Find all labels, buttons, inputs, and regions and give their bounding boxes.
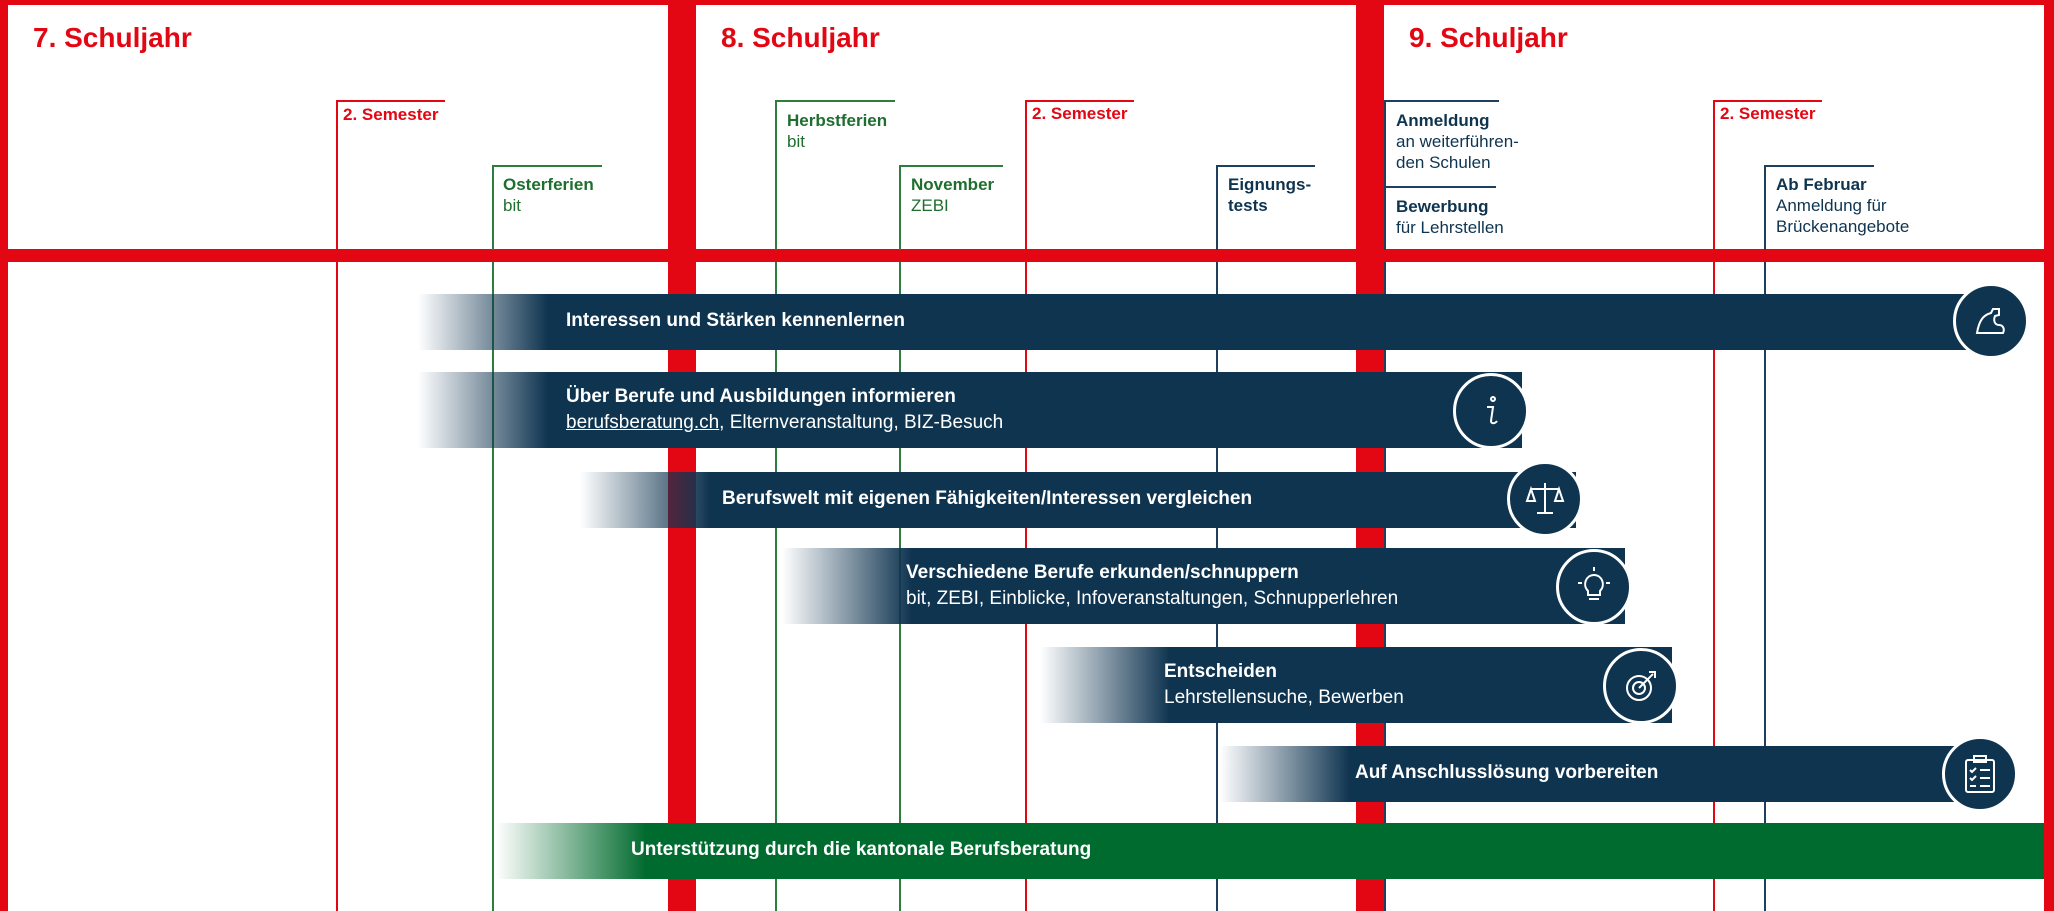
s9-abfebruar-title: Ab Februar <box>1776 175 1867 194</box>
s8-herbstferien-line-lower <box>775 262 777 911</box>
s8-november-tick <box>899 165 1003 167</box>
bar-entscheiden-title: Entscheiden <box>1164 661 1277 682</box>
s7-semester2-label: 2. Semester <box>343 104 438 125</box>
bar-interessen-text: Interessen und Stärken kennenlernen <box>566 308 905 334</box>
s7-semester2-line-lower <box>336 262 338 911</box>
bar-vorbereiten <box>1220 746 1975 802</box>
s8-eignungstests-line <box>1216 165 1218 250</box>
s9-semester2-title: 2. Semester <box>1720 104 1816 123</box>
s8-november-label: November ZEBI <box>911 174 994 216</box>
s8-november-line <box>899 165 901 250</box>
year-7-title: 7. Schuljahr <box>33 22 192 53</box>
s9-anmeldung-line <box>1384 100 1386 250</box>
s8-herbstferien-title: Herbstferien <box>787 111 888 130</box>
bar-entscheiden-sub: Lehrstellensuche, Bewerben <box>1164 687 1404 708</box>
bar-vergleichen-text: Berufswelt mit eigenen Fähigkeiten/Inter… <box>722 486 1252 512</box>
s8-herbstferien-label: Herbstferien bit <box>787 110 887 152</box>
s7-osterferien-label: Osterferien bit <box>503 174 594 216</box>
s9-anmeldung-tick <box>1384 100 1499 102</box>
s7-osterferien-sub: bit <box>503 196 521 215</box>
s8-semester2-line <box>1025 100 1027 250</box>
year-7-header-panel <box>8 5 668 249</box>
s9-bewerbung-label: Bewerbung für Lehrstellen <box>1396 196 1504 238</box>
bar-erkunden-sub: bit, ZEBI, Einblicke, Infoveranstaltunge… <box>906 588 1399 609</box>
bar-unterstuetzung-title: Unterstützung durch die kantonale Berufs… <box>631 839 1092 860</box>
berufsberatung-link[interactable]: berufsberatung.ch <box>566 412 720 433</box>
bar-erkunden-title: Verschiedene Berufe erkunden/schnuppern <box>906 562 1299 583</box>
s8-herbstferien-line <box>775 100 777 250</box>
s8-semester2-label: 2. Semester <box>1032 103 1127 124</box>
s8-november-title: November <box>911 175 995 194</box>
year-9-title: 9. Schuljahr <box>1409 22 1568 53</box>
s9-anmeldung-title: Anmeldung <box>1396 111 1490 130</box>
s9-semester2-line-lower <box>1713 262 1715 911</box>
s9-semester2-tick <box>1713 100 1822 102</box>
year-7-body-panel <box>8 262 668 911</box>
s8-semester2-title: 2. Semester <box>1032 104 1128 123</box>
s9-abfebruar-line-lower <box>1764 262 1766 911</box>
clipboard-checklist-icon <box>1942 736 2018 812</box>
bar-informieren-sub: , Elternveranstaltung, BIZ-Besuch <box>719 412 1004 433</box>
s8-eignungstests-title2: tests <box>1228 196 1268 215</box>
s9-abfebruar-tick <box>1764 165 1874 167</box>
s9-anmeldung-sub: an weiterführen- <box>1396 132 1519 151</box>
bar-unterstuetzung <box>496 823 2044 879</box>
bar-unterstuetzung-text: Unterstützung durch die kantonale Berufs… <box>631 837 1091 863</box>
s7-semester2-title: 2. Semester <box>343 105 439 124</box>
s8-eignungstests-label: Eignungs- tests <box>1228 174 1311 216</box>
s7-osterferien-line-lower <box>492 262 494 911</box>
s9-abfebruar-sub: Anmeldung für <box>1776 196 1887 215</box>
s9-semester2-label: 2. Semester <box>1720 103 1815 124</box>
s7-semester2-tick <box>336 100 445 102</box>
lightbulb-icon <box>1556 549 1632 625</box>
scales-icon <box>1507 461 1583 537</box>
bar-vorbereiten-title: Auf Anschlusslösung vorbereiten <box>1355 762 1659 783</box>
s9-abfebruar-label: Ab Februar Anmeldung für Brückenangebote <box>1776 174 1909 237</box>
s8-herbstferien-tick <box>775 100 895 102</box>
s8-november-sub: ZEBI <box>911 196 949 215</box>
bar-interessen <box>418 294 1975 350</box>
s9-bewerbung-sub: für Lehrstellen <box>1396 218 1504 237</box>
bar-informieren-text: Über Berufe und Ausbildungen informieren… <box>566 384 1003 436</box>
flexed-arm-icon <box>1953 283 2029 359</box>
bar-vergleichen <box>580 472 1576 528</box>
bar-vergleichen-title: Berufswelt mit eigenen Fähigkeiten/Inter… <box>722 488 1253 509</box>
s7-osterferien-title: Osterferien <box>503 175 594 194</box>
info-icon <box>1453 373 1529 449</box>
target-icon <box>1603 648 1679 724</box>
year-8-title: 8. Schuljahr <box>721 22 880 53</box>
bar-interessen-title: Interessen und Stärken kennenlernen <box>566 310 905 331</box>
s9-semester2-line <box>1713 100 1715 250</box>
bar-erkunden <box>782 548 1625 624</box>
s8-herbstferien-sub: bit <box>787 132 805 151</box>
s8-eignungstests-tick <box>1216 165 1315 167</box>
s9-anmeldung-sub2: den Schulen <box>1396 153 1491 172</box>
bar-informieren-title: Über Berufe und Ausbildungen informieren <box>566 386 956 407</box>
s7-osterferien-line <box>492 165 494 250</box>
s9-anmeldung-divider <box>1384 186 1496 188</box>
s8-eignungstests-title: Eignungs- <box>1228 175 1312 194</box>
bar-informieren <box>418 372 1522 448</box>
s9-abfebruar-sub2: Brückenangebote <box>1776 217 1910 236</box>
s8-semester2-tick <box>1025 100 1134 102</box>
s7-semester2-line <box>336 100 338 250</box>
s9-anmeldung-label: Anmeldung an weiterführen- den Schulen <box>1396 110 1519 173</box>
s7-osterferien-tick <box>492 165 602 167</box>
bar-vorbereiten-text: Auf Anschlusslösung vorbereiten <box>1355 760 1658 786</box>
bar-erkunden-text: Verschiedene Berufe erkunden/schnuppern … <box>906 560 1398 612</box>
bar-entscheiden <box>1040 647 1672 723</box>
s9-bewerbung-title: Bewerbung <box>1396 197 1489 216</box>
bar-entscheiden-text: Entscheiden Lehrstellensuche, Bewerben <box>1164 659 1404 711</box>
s9-abfebruar-line <box>1764 165 1766 250</box>
